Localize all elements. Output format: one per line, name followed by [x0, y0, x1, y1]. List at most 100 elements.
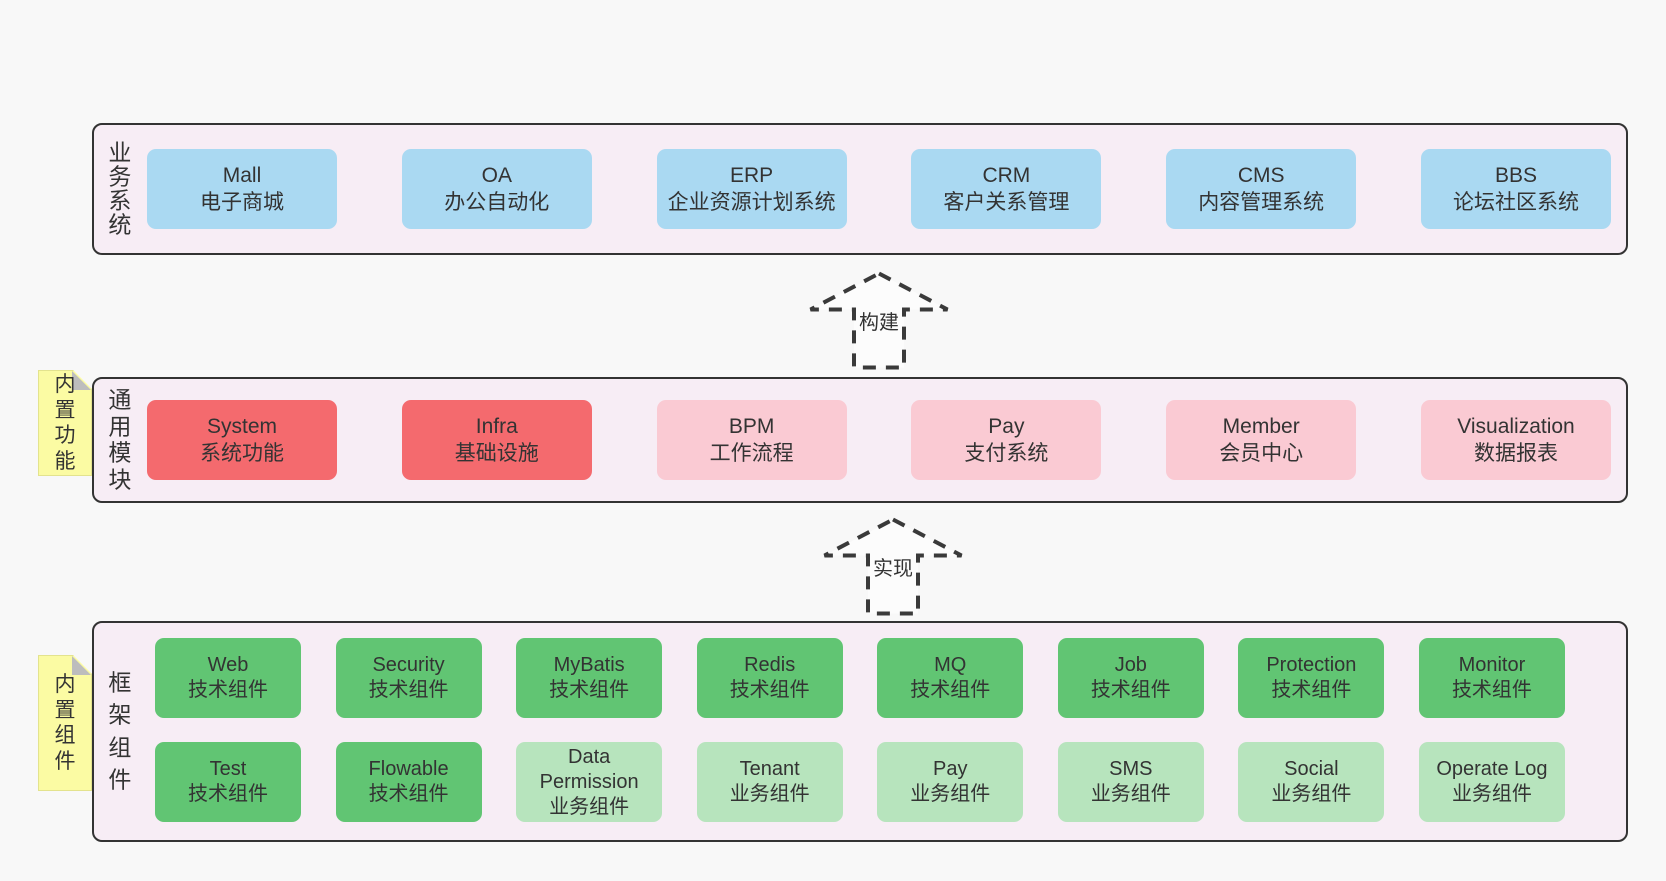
- box-subtitle: 技术组件: [1090, 679, 1171, 701]
- box-protection: Protection 技术组件: [1238, 638, 1385, 718]
- box-title: Security: [372, 654, 445, 676]
- box-subtitle: 数据报表: [1473, 442, 1558, 465]
- arrow-label-build: 构建: [856, 311, 902, 335]
- box-subtitle: 系统功能: [200, 442, 284, 465]
- box-subtitle: 内容管理系统: [1198, 191, 1325, 214]
- box-security: Security 技术组件: [335, 638, 482, 718]
- box-infra: Infra 基础设施: [401, 400, 592, 480]
- box-title: BBS: [1494, 164, 1537, 187]
- components-box-row-1: Web 技术组件 Security 技术组件 MyBatis 技术组件 Redi…: [155, 638, 1565, 718]
- box-title: CMS: [1237, 164, 1285, 187]
- arrow-label-implement: 实现: [870, 557, 916, 581]
- box-test: Test 技术组件: [155, 742, 301, 822]
- box-erp: ERP 企业资源计划系统: [656, 149, 847, 229]
- box-title: MyBatis: [553, 654, 625, 676]
- box-subtitle: 业务组件: [549, 795, 630, 818]
- box-redis: Redis 技术组件: [696, 638, 843, 718]
- box-subtitle: 支付系统: [964, 442, 1049, 465]
- box-subtitle: 技术组件: [729, 679, 810, 701]
- box-title: ERP: [730, 164, 774, 187]
- note-text: 内置功能: [54, 372, 76, 473]
- box-pay-component: Pay 业务组件: [877, 742, 1024, 822]
- box-title: MQ: [934, 654, 967, 676]
- box-title: Visualization: [1457, 415, 1575, 438]
- box-subtitle: 技术组件: [188, 679, 268, 701]
- box-monitor: Monitor 技术组件: [1418, 638, 1565, 718]
- sticky-note-builtin-components: 内置组件: [38, 655, 92, 791]
- components-box-row-2: Test 技术组件 Flowable 技术组件 Data Permission …: [155, 742, 1565, 822]
- box-subtitle: 工作流程: [709, 442, 794, 465]
- box-subtitle: 技术组件: [368, 679, 449, 701]
- box-title: Redis: [744, 654, 796, 676]
- box-title: Protection: [1266, 654, 1357, 676]
- box-title: Job: [1114, 654, 1147, 676]
- box-title: Data Permission: [539, 745, 639, 793]
- box-subtitle: 基础设施: [454, 442, 539, 465]
- box-subtitle: 技术组件: [910, 679, 991, 701]
- note-text: 内置组件: [54, 672, 76, 773]
- box-visualization: Visualization 数据报表: [1420, 400, 1611, 480]
- box-title: Test: [209, 758, 247, 780]
- box-social: Social 业务组件: [1238, 742, 1385, 822]
- box-subtitle: 办公自动化: [444, 191, 550, 214]
- box-subtitle: 业务组件: [1090, 783, 1171, 805]
- box-oa: OA 办公自动化: [401, 149, 592, 229]
- box-subtitle: 技术组件: [549, 679, 630, 701]
- box-title: Pay: [933, 758, 968, 780]
- box-title: Mall: [222, 164, 262, 187]
- box-operate-log: Operate Log 业务组件: [1418, 742, 1565, 822]
- section-common-modules: 通用模块 System 系统功能 Infra 基础设施 BPM 工作流程 Pay…: [92, 377, 1628, 503]
- box-bbs: BBS 论坛社区系统: [1420, 149, 1611, 229]
- box-mall: Mall 电子商城: [147, 149, 337, 229]
- sticky-note-builtin-features: 内置功能: [38, 370, 92, 476]
- box-title: Pay: [988, 415, 1025, 438]
- box-system: System 系统功能: [147, 400, 337, 480]
- box-bpm: BPM 工作流程: [656, 400, 847, 480]
- box-web: Web 技术组件: [155, 638, 301, 718]
- box-title: SMS: [1109, 758, 1153, 780]
- box-title: Monitor: [1458, 654, 1526, 676]
- box-member: Member 会员中心: [1166, 400, 1357, 480]
- box-flowable: Flowable 技术组件: [335, 742, 482, 822]
- section-label-modules: 通用模块: [108, 386, 132, 493]
- box-pay-module: Pay 支付系统: [911, 400, 1102, 480]
- business-box-row: Mall 电子商城 OA 办公自动化 ERP 企业资源计划系统 CRM 客户关系…: [147, 125, 1611, 253]
- box-subtitle: 技术组件: [188, 783, 268, 805]
- box-subtitle: 技术组件: [1271, 679, 1352, 701]
- box-sms: SMS 业务组件: [1057, 742, 1204, 822]
- box-title: Operate Log: [1436, 758, 1548, 780]
- box-title: Member: [1222, 415, 1300, 438]
- box-subtitle: 企业资源计划系统: [667, 191, 836, 214]
- box-title: Tenant: [739, 758, 800, 780]
- box-data-permission: Data Permission 业务组件: [516, 742, 663, 822]
- modules-box-row: System 系统功能 Infra 基础设施 BPM 工作流程 Pay 支付系统…: [147, 379, 1611, 501]
- box-title: Flowable: [368, 758, 449, 780]
- box-subtitle: 技术组件: [1451, 679, 1532, 701]
- box-subtitle: 会员中心: [1219, 442, 1304, 465]
- box-title: Infra: [475, 415, 518, 438]
- box-title: BPM: [728, 415, 775, 438]
- box-subtitle: 业务组件: [729, 783, 810, 805]
- box-crm: CRM 客户关系管理: [911, 149, 1102, 229]
- box-subtitle: 业务组件: [910, 783, 991, 805]
- box-tenant: Tenant 业务组件: [696, 742, 843, 822]
- box-mybatis: MyBatis 技术组件: [516, 638, 663, 718]
- box-subtitle: 客户关系管理: [943, 191, 1070, 214]
- box-cms: CMS 内容管理系统: [1166, 149, 1357, 229]
- box-job: Job 技术组件: [1057, 638, 1204, 718]
- box-subtitle: 业务组件: [1271, 783, 1352, 805]
- box-subtitle: 业务组件: [1451, 783, 1532, 805]
- section-label-components: 框架组件: [108, 669, 132, 794]
- dashed-up-arrow-implement: 实现: [822, 517, 964, 616]
- box-title: OA: [481, 164, 512, 187]
- box-mq: MQ 技术组件: [877, 638, 1024, 718]
- section-label-business: 业务系统: [108, 139, 132, 239]
- box-subtitle: 电子商城: [200, 191, 284, 214]
- dashed-up-arrow-build: 构建: [808, 271, 950, 370]
- box-title: Web: [207, 654, 249, 676]
- box-title: Social: [1284, 758, 1339, 780]
- section-framework-components: 框架组件 Web 技术组件 Security 技术组件 MyBatis 技术组件…: [92, 621, 1628, 842]
- section-business-systems: 业务系统 Mall 电子商城 OA 办公自动化 ERP 企业资源计划系统 CRM…: [92, 123, 1628, 255]
- box-title: CRM: [982, 164, 1031, 187]
- box-subtitle: 技术组件: [368, 783, 449, 805]
